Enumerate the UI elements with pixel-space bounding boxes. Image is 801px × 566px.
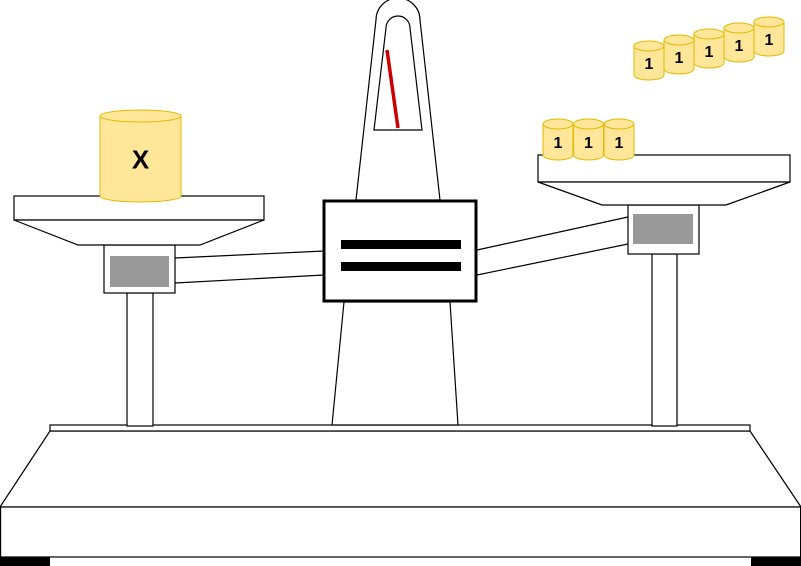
base-top-strip xyxy=(49,424,751,432)
spare-weight-body xyxy=(633,45,665,81)
spare-weight-label: 1 xyxy=(675,50,684,67)
right-pan-panel xyxy=(633,214,693,244)
beam-left-upper xyxy=(174,250,325,259)
weights-layer: X 1 1 1 1 1 1 1 1 xyxy=(99,16,785,203)
right-pan-weight-label: 1 xyxy=(615,135,624,152)
left-pan-underside xyxy=(13,219,265,246)
spare-weight: 1 xyxy=(693,28,725,69)
spare-weight: 1 xyxy=(753,16,785,57)
right-pan-weight-label: 1 xyxy=(584,135,593,152)
beam-right-lower xyxy=(476,243,629,276)
left-pan-plate xyxy=(13,195,265,221)
spare-weight-top xyxy=(723,22,755,34)
equals-bar-top xyxy=(341,240,461,249)
spare-weight: 1 xyxy=(723,22,755,63)
spare-weight-body xyxy=(663,39,695,75)
beam-right-upper xyxy=(476,216,629,251)
unknown-weight-x-top xyxy=(99,109,182,123)
right-pan-weight-body xyxy=(603,123,635,161)
unknown-weight-x: X xyxy=(99,109,182,203)
right-pan-weight: 1 xyxy=(542,118,574,161)
spare-weight-body xyxy=(693,33,725,69)
spare-weight-top xyxy=(663,34,695,46)
spare-weight-body xyxy=(753,21,785,57)
base-front xyxy=(0,506,801,558)
base-foot-right xyxy=(751,557,801,566)
unknown-weight-x-label: X xyxy=(132,144,150,174)
spare-weight-top xyxy=(753,16,785,28)
tower-lower xyxy=(331,301,459,426)
right-pan-weight-body xyxy=(573,123,604,161)
left-pan-panel xyxy=(110,256,169,287)
central-display xyxy=(322,199,478,303)
left-post xyxy=(126,292,154,427)
right-pan-plate xyxy=(537,154,791,183)
spare-weight: 1 xyxy=(633,40,665,81)
spare-weight-label: 1 xyxy=(645,56,654,73)
spare-weight-body xyxy=(723,27,755,63)
right-pan-weight-top xyxy=(573,118,604,130)
spare-weight-top xyxy=(693,28,725,40)
spare-weight-label: 1 xyxy=(765,32,774,49)
right-pan-weight-top xyxy=(542,118,574,130)
right-pan-weight: 1 xyxy=(603,118,635,161)
equals-icon xyxy=(341,240,461,271)
spare-weight-label: 1 xyxy=(705,44,714,61)
scale-base xyxy=(0,424,801,558)
beam-left-lower xyxy=(174,274,325,284)
right-pan-weight: 1 xyxy=(573,118,604,161)
right-pan-weight-body xyxy=(542,123,574,161)
left-pan-assembly xyxy=(13,195,265,427)
beams xyxy=(174,216,629,284)
unknown-weight-x-body xyxy=(99,115,182,203)
right-pan-weight-top xyxy=(603,118,635,130)
spare-weight: 1 xyxy=(663,34,695,75)
base-top-surface xyxy=(0,430,801,508)
equals-bar-bottom xyxy=(341,262,461,271)
base-foot-left xyxy=(0,557,50,566)
spare-weight-label: 1 xyxy=(735,38,744,55)
spare-weight-top xyxy=(633,40,665,52)
right-post xyxy=(651,253,678,427)
right-pan-weight-label: 1 xyxy=(554,135,563,152)
central-tower xyxy=(331,0,459,426)
gauge-needle xyxy=(385,49,400,129)
right-pan-assembly xyxy=(537,154,791,427)
gauge-window xyxy=(373,15,423,131)
right-pan-underside xyxy=(537,181,791,206)
